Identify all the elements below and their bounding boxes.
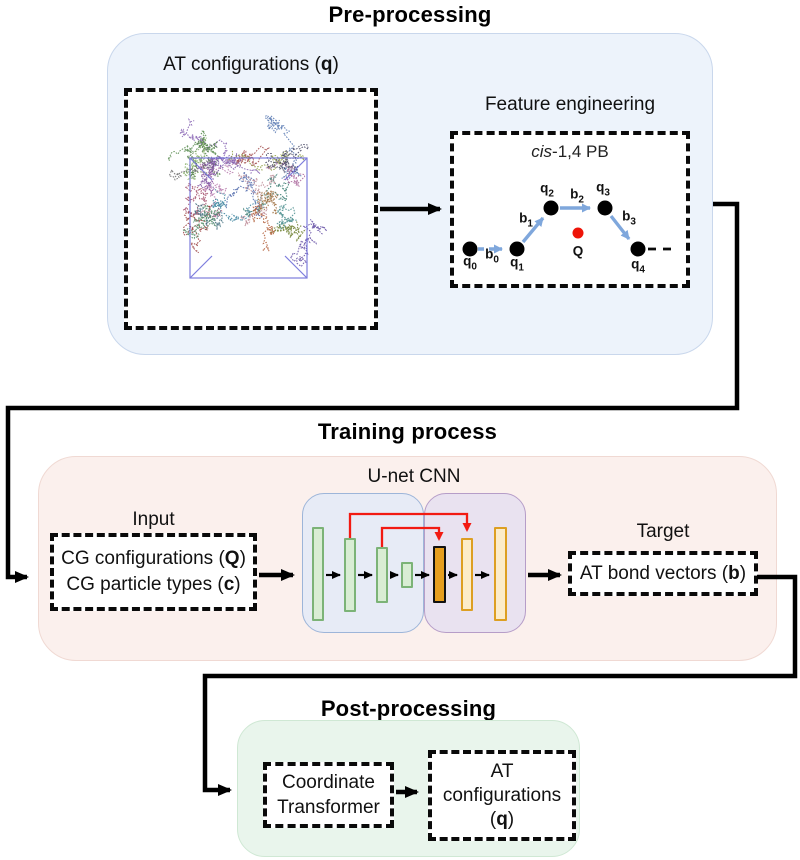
polymer-chain xyxy=(264,114,302,181)
node-label-q1: q1 xyxy=(510,254,524,274)
conv-bar-1 xyxy=(312,527,324,621)
at-configurations-label: AT configurations (q) xyxy=(163,54,339,75)
transformer-line-1: Coordinate xyxy=(282,772,375,793)
polymer-chain xyxy=(166,130,222,177)
molecule-image xyxy=(166,114,328,279)
conv-bar-4 xyxy=(401,562,413,588)
deconv-bar-1 xyxy=(461,538,473,611)
input-box: CG configurations (Q) CG particle types … xyxy=(50,533,257,611)
bond-label-b3: b3 xyxy=(622,208,636,228)
bond-label-b1: b1 xyxy=(519,210,533,230)
polymer-chain xyxy=(198,157,236,218)
conv-bar-3 xyxy=(376,547,388,603)
at-configurations-box xyxy=(124,88,378,330)
polymer-chain xyxy=(182,204,221,240)
post-processing-title: Post-processing xyxy=(320,696,497,721)
target-box: AT bond vectors (b) xyxy=(568,551,758,596)
pre-processing-title: Pre-processing xyxy=(328,2,492,27)
unet-cnn-label: U-net CNN xyxy=(367,466,461,487)
node-label-q0: q0 xyxy=(463,253,477,273)
polymer-chain xyxy=(227,150,305,171)
polymer-chain xyxy=(181,137,208,182)
at-configurations-label-text: AT configurations ( xyxy=(163,54,321,75)
atom-node-q2 xyxy=(543,200,559,216)
polymer-chain xyxy=(235,145,270,168)
output-line-1: AT xyxy=(490,760,514,782)
input-label: Input xyxy=(132,509,175,530)
target-line: AT bond vectors (b) xyxy=(579,562,747,584)
target-label: Target xyxy=(636,521,690,542)
polymer-chains xyxy=(166,114,328,268)
bond-label-b2: b2 xyxy=(570,186,584,206)
atom-node-q4 xyxy=(630,241,646,257)
polymer-chain xyxy=(249,204,276,252)
polymer-chain xyxy=(196,156,218,194)
cg-bead xyxy=(572,227,584,239)
polymer-chain xyxy=(168,157,217,181)
atom-node-q3 xyxy=(597,200,613,216)
deconv-bar-2 xyxy=(494,527,507,621)
polymer-chain xyxy=(289,219,328,268)
polymer-chain xyxy=(270,221,306,242)
feature-engineering-box: cis-1,4 PB q0 xyxy=(450,131,690,288)
polymer-chain xyxy=(225,171,263,218)
polymer-chain xyxy=(182,182,223,218)
input-line-1: CG configurations (Q) xyxy=(61,548,246,569)
output-line-3: (q) xyxy=(489,808,515,830)
polymer-chain xyxy=(206,154,241,176)
bottleneck-bar xyxy=(433,546,446,603)
coordinate-transformer-box: Coordinate Transformer xyxy=(263,762,394,828)
output-line-2: configurations xyxy=(442,784,562,806)
feature-engineering-label: Feature engineering xyxy=(484,94,656,115)
node-label-q2: q2 xyxy=(540,180,554,200)
simulation-box-outline xyxy=(189,157,308,279)
molecule-name-label: cis-1,4 PB xyxy=(531,142,609,161)
output-configurations-box: AT configurations (q) xyxy=(428,750,576,841)
cg-bead-label: Q xyxy=(572,243,584,259)
conv-bar-2 xyxy=(344,538,356,612)
node-label-q3: q3 xyxy=(596,179,610,199)
polymer-chain xyxy=(276,203,298,230)
bond-label-b0: b0 xyxy=(485,246,499,266)
input-line-2: CG particle types (c) xyxy=(66,574,241,595)
node-label-q4: q4 xyxy=(631,256,645,276)
training-process-title: Training process xyxy=(317,419,498,444)
transformer-line-2: Transformer xyxy=(277,797,380,818)
